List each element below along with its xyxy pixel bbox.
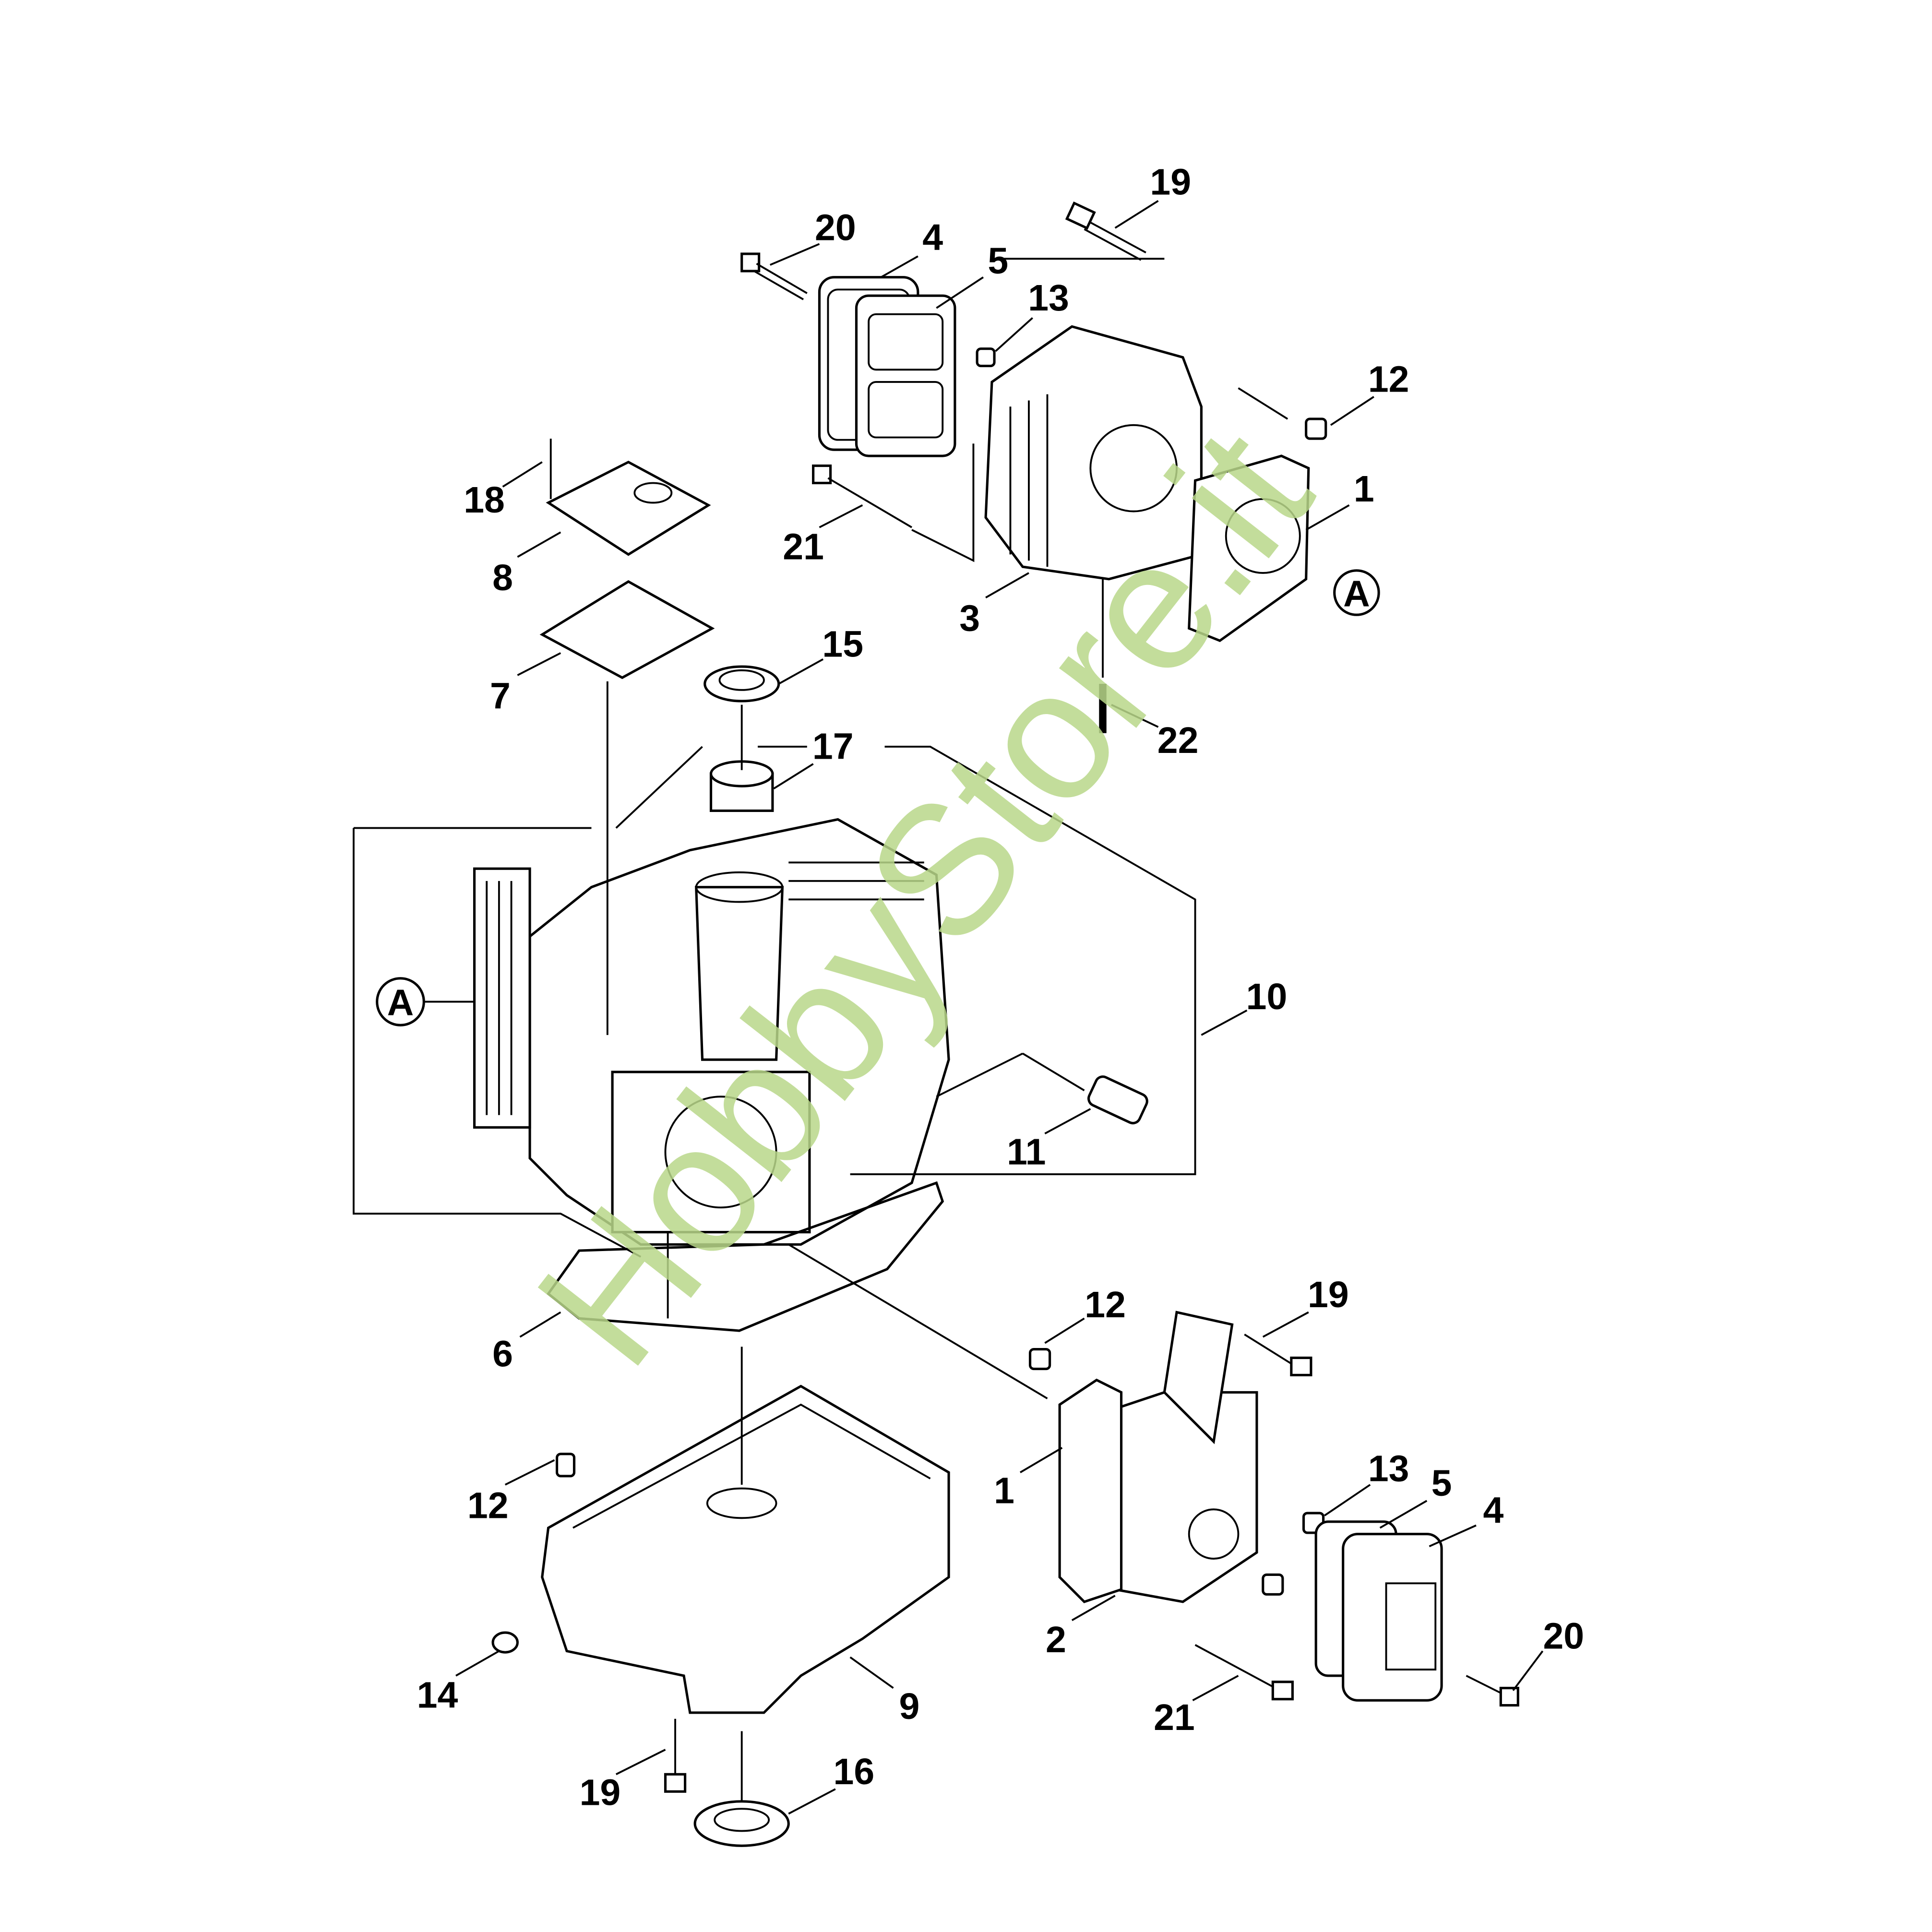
callout: 17 (812, 726, 854, 767)
callout: 9 (899, 1686, 919, 1727)
nut-13-bottom-2 (1262, 1573, 1284, 1596)
assembly-frame-lines (352, 258, 1288, 1801)
crankcase-gasket-6 (547, 1181, 944, 1332)
bolt-19-mid (1244, 1334, 1312, 1377)
oil-pan-9 (541, 1384, 950, 1714)
callout: 3 (959, 598, 980, 639)
callout: 12 (467, 1485, 509, 1526)
dowel-12-bottom (555, 1453, 576, 1478)
breather-11 (1087, 1075, 1148, 1125)
breather-cover-8 (546, 460, 711, 556)
callout: 16 (834, 1751, 875, 1792)
callout: 5 (988, 240, 1008, 282)
cylinder-head-2 (1108, 1311, 1258, 1603)
leader-lines (455, 200, 1544, 1815)
callout: 14 (417, 1675, 458, 1716)
nut-13-top (976, 347, 996, 368)
callout: 11 (1007, 1131, 1046, 1172)
bolt-19-bottom (664, 1718, 687, 1793)
callout: 13 (1368, 1448, 1409, 1489)
valve-cover-4-bottom (1342, 1533, 1443, 1702)
bolt-19-top (1065, 201, 1146, 261)
callout: 21 (1154, 1697, 1195, 1738)
callout: 19 (1308, 1274, 1349, 1315)
parts-drawing (473, 201, 1519, 1847)
callout: 20 (815, 207, 856, 249)
head-gasket-1-bottom (1058, 1378, 1123, 1603)
oil-seal-15 (704, 665, 780, 703)
marker-a-top-label: A (1343, 573, 1370, 614)
bolt-21-bottom (1194, 1644, 1294, 1701)
callout: 6 (492, 1333, 513, 1374)
callout: 2 (1046, 1619, 1066, 1660)
bolt-20-bottom (1466, 1675, 1519, 1707)
callout: 4 (922, 217, 943, 258)
bushing-17 (709, 760, 774, 812)
callout: 1 (1354, 468, 1374, 510)
callout: 22 (1157, 720, 1199, 761)
callout: 10 (1246, 976, 1288, 1017)
callout: 4 (1483, 1490, 1504, 1531)
callout: 7 (490, 675, 511, 716)
dowel-12-mid (1028, 1348, 1051, 1371)
callout: 8 (492, 557, 513, 598)
callout: 18 (464, 479, 505, 521)
callout: 12 (1085, 1284, 1126, 1325)
seal-16 (693, 1800, 790, 1847)
breather-gasket-7 (539, 580, 715, 680)
bolt-20-top (740, 252, 808, 300)
dowel-12-top (1305, 417, 1327, 440)
callout-labels: 19 20 4 5 13 12 18 1 21 8 3 15 7 22 17 1… (417, 162, 1584, 1813)
callout: 13 (1028, 277, 1069, 319)
callout: 21 (783, 526, 824, 568)
head-gasket-1-top (1188, 454, 1310, 643)
callout: 5 (1431, 1463, 1452, 1504)
callout: 15 (822, 624, 863, 665)
crankcase-10 (473, 818, 950, 1246)
callout: 19 (580, 1772, 621, 1813)
callout: 19 (1150, 162, 1191, 203)
marker-a-top: A (1333, 569, 1380, 616)
callout: 1 (994, 1470, 1014, 1511)
seal-14 (491, 1631, 519, 1654)
bolt-21-top (812, 464, 913, 528)
callout: 20 (1543, 1615, 1584, 1657)
callout: 12 (1368, 358, 1409, 400)
marker-a-left-label: A (387, 982, 414, 1024)
marker-a-left: A (376, 977, 475, 1026)
gasket-5-top (855, 294, 956, 457)
